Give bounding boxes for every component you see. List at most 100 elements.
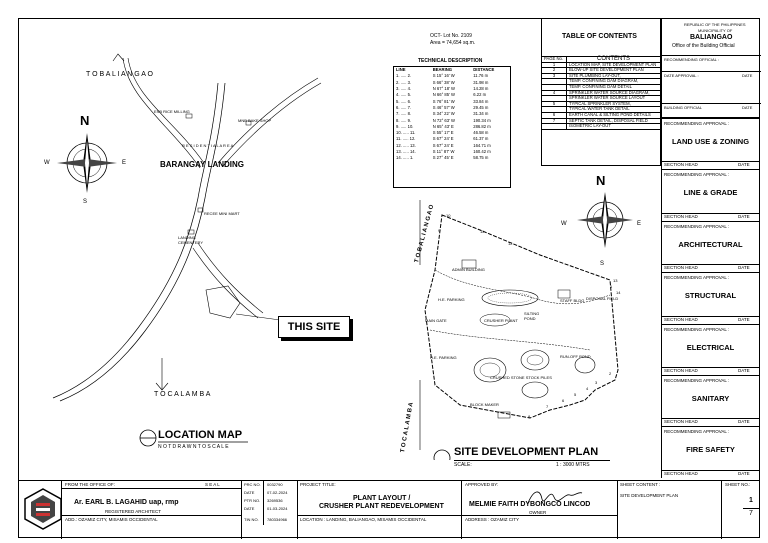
label-esb-rice-milling: ESB RICE MILLING <box>154 109 190 114</box>
tech-distance: 61.37 m <box>473 136 489 142</box>
point-10: 10 <box>446 213 451 218</box>
label-admin-building: ADMIN BUILDING <box>452 267 485 272</box>
tech-distance: 29.45 m <box>473 104 489 110</box>
lot-area: Area = 74,654 sq.m. <box>430 40 476 46</box>
tech-desc-title: TECHNICAL DESCRIPTION <box>418 58 483 64</box>
point-8: 8 <box>528 414 531 419</box>
date-label-2: DATE <box>742 105 753 110</box>
project-title-line2: CRUSHER PLANT REDEVELOPMENT <box>319 503 444 510</box>
tech-distance: 31.34 m <box>473 111 489 117</box>
approved-by-label: APPROVED BY: <box>465 482 499 487</box>
sheet-total-value: 7 <box>749 510 753 517</box>
tech-bearing: S 67° 24' E <box>432 142 454 148</box>
location-map-drawing <box>52 53 322 447</box>
toc-row: TYPICAL WATER TANK DETAIL <box>541 106 661 113</box>
toc-content: EARTH CANAL & SILTING POND DETAILS <box>566 111 661 119</box>
building-official-label: BUILDING OFFICIAL <box>664 105 703 110</box>
tech-bearing: S 46° 57' W <box>432 104 455 110</box>
label-to-calamba-map: T O C A L A M B A <box>154 391 211 398</box>
owner-signature-icon <box>527 491 583 504</box>
approval-label: RECOMMENDING APPROVAL : <box>664 275 730 281</box>
tech-line: 12. ..... 13. <box>396 142 416 148</box>
toc-page <box>541 123 567 130</box>
toc-content: BLOW-UP SITE DEVELOPMENT PLAN <box>566 67 661 74</box>
tech-desc-table: LINE BEARING DISTANCE 1. ..... 2.S 15° 1… <box>394 67 510 161</box>
compass2-s: S <box>600 261 605 267</box>
tech-line: 6. ..... 7. <box>396 104 412 110</box>
staff-building-shape <box>557 289 571 299</box>
ptr-label: PTR NO. <box>244 498 261 503</box>
tech-distance: 46.58 m <box>473 130 489 136</box>
point-5: 5 <box>574 392 577 397</box>
label-barangay-landing: BARANGAY LANDING <box>160 160 245 169</box>
tech-bearing: N 72° 63' W <box>432 117 455 123</box>
tech-distance: 286.82 m <box>473 123 491 129</box>
approval-label: RECOMMENDING APPROVAL : <box>664 326 730 332</box>
compass-north-arrow-icon <box>57 133 117 193</box>
sheet-content-value: SITE DEVELOPMENT PLAN <box>620 493 679 498</box>
label-silting-pond: SILTING POND <box>524 311 540 321</box>
date-approval-label: DATE APPROVAL : <box>664 73 699 78</box>
label-to-baliangao-map: T O B A L I A N G A O <box>86 71 153 78</box>
stock-pile-3 <box>521 381 549 399</box>
approval-date-label: DATE <box>738 162 750 168</box>
tech-desc-table-frame: LINE BEARING DISTANCE 1. ..... 2.S 15° 1… <box>393 66 511 188</box>
tech-distance: 58.75 m <box>473 155 489 161</box>
label-run-off-pond: RUN-OFF POND <box>560 354 591 359</box>
label-he-parking-2: H.E. PARKING <box>430 355 457 360</box>
republic-text: REPUBLIC OF THE PHILIPPINES <box>684 22 746 27</box>
project-location: LOCATION : LANDING, BALIANGAO, MISAMIS O… <box>300 517 427 522</box>
tech-distance: 14.28 m <box>473 86 489 92</box>
point-11: 11 <box>480 229 485 234</box>
tech-line: 11. ..... 12. <box>396 136 416 142</box>
office-name: Office of the Building Official <box>672 43 735 49</box>
stock-pile-1 <box>473 357 507 383</box>
municipality-text: MUNICIPALITY OF <box>698 28 733 33</box>
project-title-line1: PLANT LAYOUT / <box>353 495 411 502</box>
municipality-name: BALIANGAO <box>690 34 733 41</box>
architect-address: ADD.: OZAMIZ CITY, MISAMIS OCCIDENTAL <box>65 517 158 522</box>
tech-bearing: S 27° 45' E <box>432 155 454 161</box>
tech-distance: 11.76 m <box>473 73 489 79</box>
toc-content: ISOMETRIC LAY-OUT <box>566 123 661 130</box>
toc-content: SEPTIC TANK DETAIL, DISPOSAL FIELD <box>566 117 661 125</box>
tech-line: 13. ..... 14. <box>396 149 416 154</box>
point-12: 12 <box>508 241 513 246</box>
site-leader-line <box>235 313 281 321</box>
tech-bearing: S 55° 17' E <box>432 130 454 136</box>
tech-line: 14. ..... 1. <box>396 155 414 161</box>
toc-content: SPRINKLER WATER SOURCE DIAGRAM, <box>566 89 661 97</box>
point-6: 6 <box>562 398 565 403</box>
highway-road <box>52 82 219 399</box>
tech-row: 14. ..... 1. S 27° 45' E 58.75 m <box>394 155 510 161</box>
label-landing-cemetery: LANDING CEMENTERY <box>178 235 204 245</box>
label-block-maker: BLOCK MAKER <box>470 402 499 407</box>
approval-discipline: FIRE SAFETY <box>686 445 735 455</box>
tech-bearing: N 67° 18' W <box>432 86 455 92</box>
tech-distance: 160.42 m <box>473 149 491 154</box>
label-crusher-plant: CRUSHER PLANT <box>484 318 518 323</box>
tech-distance: 190.34 m <box>473 117 491 123</box>
site-plan-title: SITE DEVELOPMENT PLAN <box>454 446 599 458</box>
tech-bearing: S 76° 81' W <box>432 98 455 104</box>
date1-label: DATE <box>244 490 255 495</box>
title-block: FROM THE OFFICE OF: S E A L Ar. EARL B. … <box>18 480 760 539</box>
project-title-label: PROJECT TITLE: <box>300 482 336 487</box>
registered-architect: REGISTERED ARCHITECT <box>105 509 162 514</box>
section-head-label: SECTION HEAD <box>664 470 698 476</box>
tech-bearing: N 65° 43' E <box>432 123 454 129</box>
point-1: 1 <box>610 284 613 289</box>
